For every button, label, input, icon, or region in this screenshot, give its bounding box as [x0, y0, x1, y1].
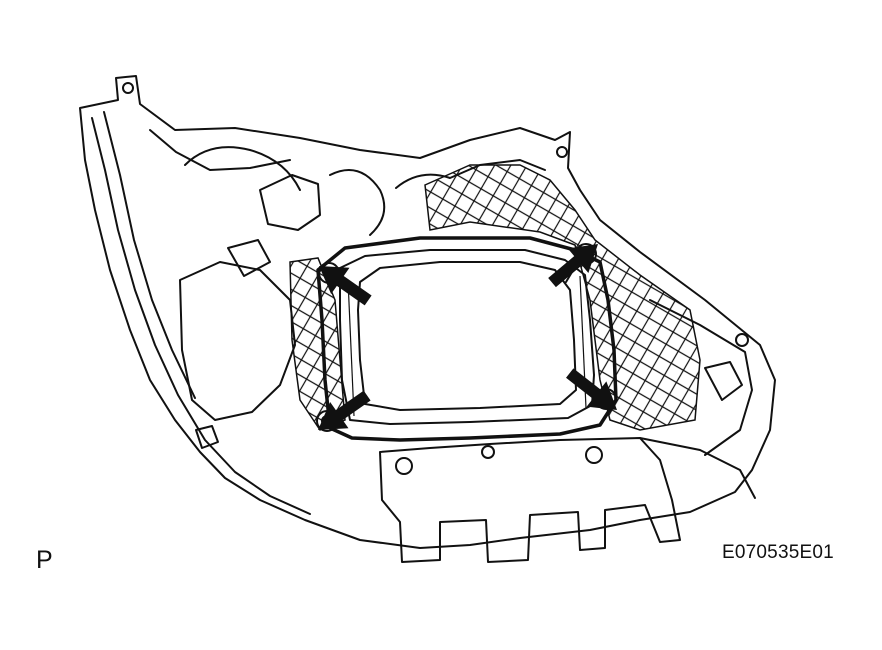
- arrow-icon: [319, 266, 372, 306]
- lower-bracket: [379, 437, 756, 563]
- figure-code: E070535E01: [722, 542, 834, 563]
- reflector-hatch: [289, 164, 701, 431]
- arrow-icon: [318, 390, 371, 430]
- arrow-icon: [566, 368, 617, 410]
- arrow-icon: [548, 244, 598, 288]
- view-label: P: [36, 546, 53, 574]
